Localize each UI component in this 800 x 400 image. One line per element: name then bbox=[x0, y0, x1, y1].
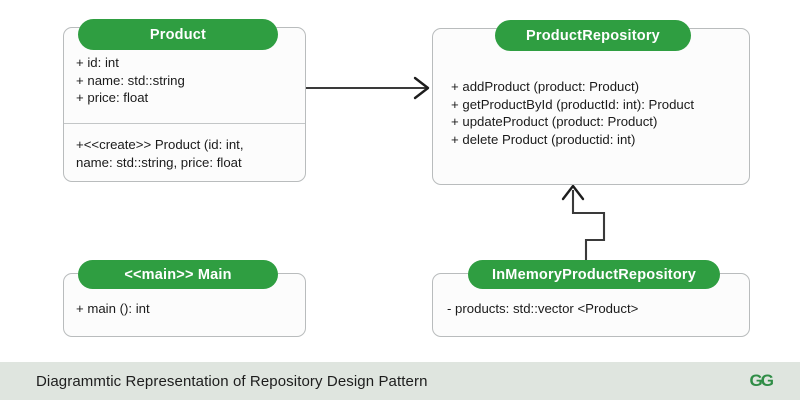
attribute-row: + id: int bbox=[76, 55, 119, 70]
class-box-product[interactable]: + id: int + name: std::string + price: f… bbox=[63, 27, 306, 182]
class-box-product-repository[interactable]: + addProduct (product: Product) + getPro… bbox=[432, 28, 750, 185]
class-title-product: Product bbox=[78, 19, 278, 50]
operations-section-product-repository: + addProduct (product: Product) + getPro… bbox=[433, 78, 749, 148]
attribute-row: - products: std::vector <Product> bbox=[447, 301, 639, 316]
operation-row: + main (): int bbox=[76, 301, 150, 316]
attributes-section-inmemory-product-repository: - products: std::vector <Product> bbox=[433, 300, 749, 318]
operations-section-main: + main (): int bbox=[64, 300, 305, 318]
class-title-product-repository: ProductRepository bbox=[495, 20, 691, 51]
attribute-row: + name: std::string bbox=[76, 72, 185, 88]
class-title-inmemory-product-repository: InMemoryProductRepository bbox=[468, 260, 720, 289]
operation-row: + delete Product (productid: int) bbox=[451, 131, 636, 147]
caption-bar: Diagrammtic Representation of Repository… bbox=[0, 362, 800, 400]
operations-section-product: +<<create>> Product (id: int, name: std:… bbox=[64, 136, 305, 171]
connector-product-to-repository bbox=[306, 76, 430, 100]
gfg-logo-icon: GG bbox=[749, 371, 774, 390]
attribute-row: + price: float bbox=[76, 90, 149, 105]
attributes-section-product: + id: int + name: std::string + price: f… bbox=[64, 54, 305, 107]
caption-text: Diagrammtic Representation of Repository… bbox=[36, 372, 428, 390]
operation-row: + updateProduct (product: Product) bbox=[451, 114, 658, 129]
operation-row: + addProduct (product: Product) bbox=[451, 79, 640, 94]
operation-row: +<<create>> Product (id: int, name: std:… bbox=[76, 137, 244, 170]
class-title-main: <<main>> Main bbox=[78, 260, 278, 289]
class-divider-product bbox=[64, 123, 305, 124]
operation-row: + getProductById (productId: int): Produ… bbox=[451, 96, 694, 112]
